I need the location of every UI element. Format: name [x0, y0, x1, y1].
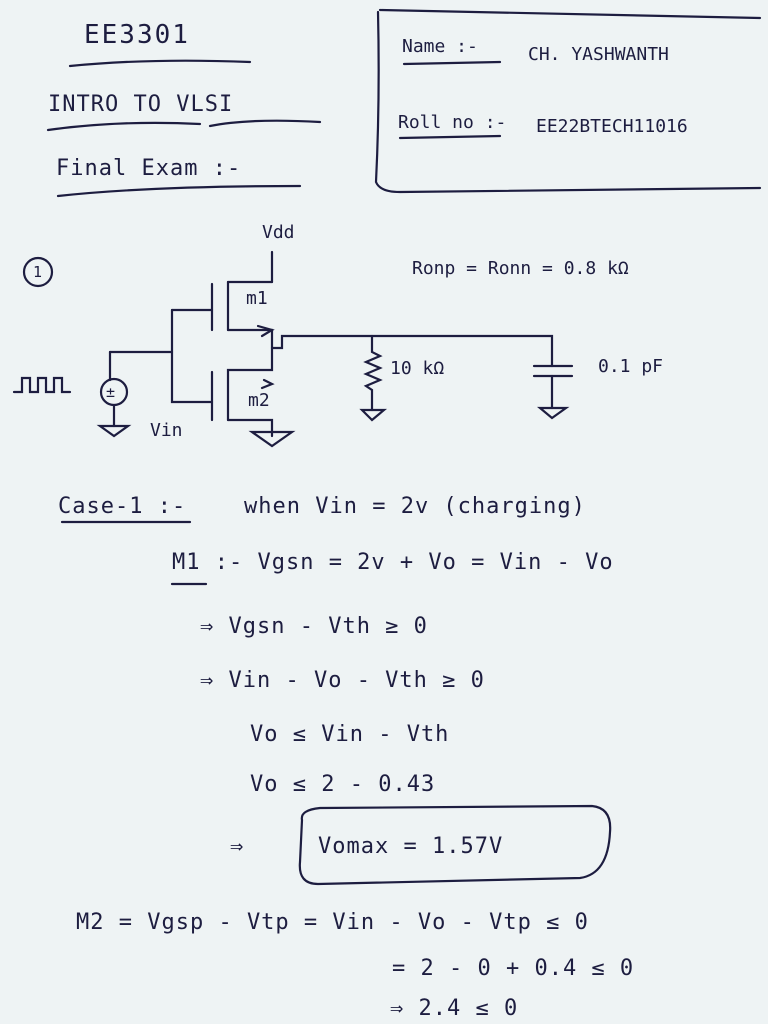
line-4: Vo ≤ Vin - Vth	[250, 722, 450, 747]
m2-equation: M2 = Vgsp - Vtp = Vin - Vo - Vtp ≤ 0	[76, 910, 589, 935]
roll-label: Roll no :-	[398, 112, 507, 133]
resistance-note: Ronp = Ronn = 0.8 kΩ	[412, 258, 629, 279]
line-3: ⇒ Vin - Vo - Vth ≥ 0	[200, 668, 485, 693]
line-2: ⇒ Vgsn - Vth ≥ 0	[200, 614, 428, 639]
m2-label: m2	[248, 390, 270, 411]
roll-value: EE22BTECH11016	[536, 116, 688, 137]
m2-line-c: ⇒ 2.4 ≤ 0	[390, 996, 519, 1021]
exam-title: Final Exam :-	[56, 156, 242, 181]
vin-label: Vin	[150, 420, 183, 441]
vdd-label: Vdd	[262, 222, 295, 243]
capacitor-label: 0.1 pF	[598, 356, 664, 377]
source-symbol: ±	[106, 383, 116, 401]
name-value: CH. YASHWANTH	[528, 44, 669, 65]
implies-arrow: ⇒	[230, 834, 245, 859]
m1-equation: M1 :- Vgsn = 2v + Vo = Vin - Vo	[172, 550, 614, 575]
line-5: Vo ≤ 2 - 0.43	[250, 772, 436, 797]
resistor-label: 10 kΩ	[390, 358, 445, 379]
question-number: 1	[33, 263, 43, 281]
boxed-result: Vomax = 1.57V	[318, 834, 504, 859]
m1-label: m1	[246, 288, 268, 309]
m2-line-b: = 2 - 0 + 0.4 ≤ 0	[392, 956, 635, 981]
case1-heading: Case-1 :-	[58, 494, 187, 519]
name-label: Name :-	[402, 36, 478, 57]
course-name: INTRO TO VLSI	[48, 92, 234, 117]
case1-condition: when Vin = 2v (charging)	[244, 494, 586, 519]
course-code: EE3301	[84, 20, 190, 50]
